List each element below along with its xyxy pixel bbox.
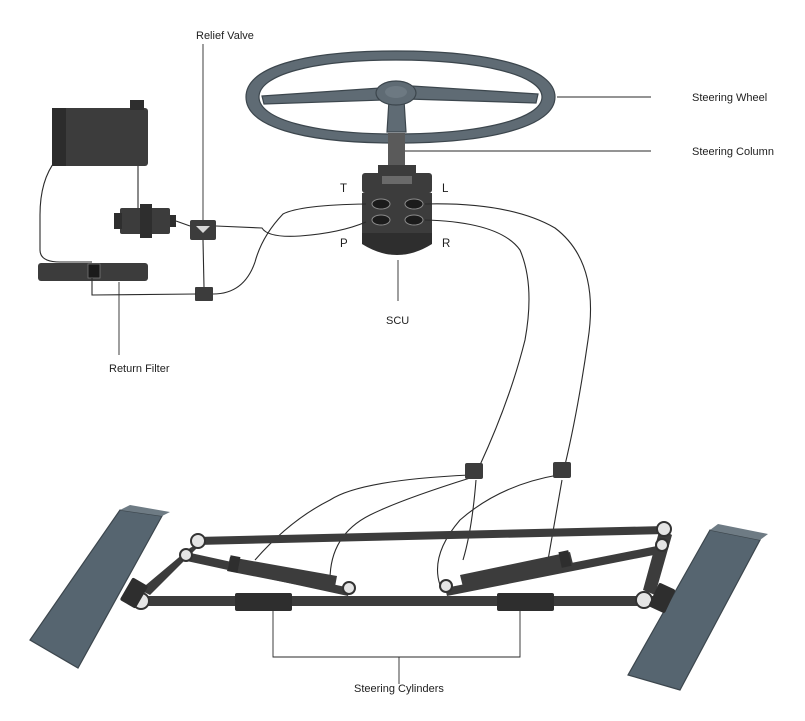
port-l-label: L [442, 183, 449, 195]
hydraulic-tank [52, 100, 148, 166]
left-tire [29, 505, 170, 669]
steering-column-label: Steering Column [692, 146, 774, 158]
port-t-label: T [340, 183, 347, 195]
steering-column [378, 133, 416, 176]
return-filter [38, 263, 148, 281]
return-filter-label: Return Filter [109, 363, 170, 375]
relief-valve-label: Relief Valve [196, 30, 254, 42]
right-tire [627, 524, 768, 691]
steering-wheel-label: Steering Wheel [692, 92, 767, 104]
scu-unit [362, 173, 432, 255]
steering-cylinders [227, 550, 574, 592]
steering-wheel [245, 50, 556, 144]
leader-lines [118, 44, 651, 684]
relief-valve [190, 220, 216, 240]
hydraulic-pump [114, 204, 176, 238]
steering-linkage [132, 521, 672, 611]
cylinder-valves [465, 462, 571, 479]
port-r-label: R [442, 238, 450, 250]
hydraulic-lines [39, 159, 591, 586]
steering-cylinders-label: Steering Cylinders [354, 683, 444, 695]
scu-label: SCU [386, 315, 409, 327]
return-fitting [195, 287, 213, 301]
port-p-label: P [340, 238, 348, 250]
